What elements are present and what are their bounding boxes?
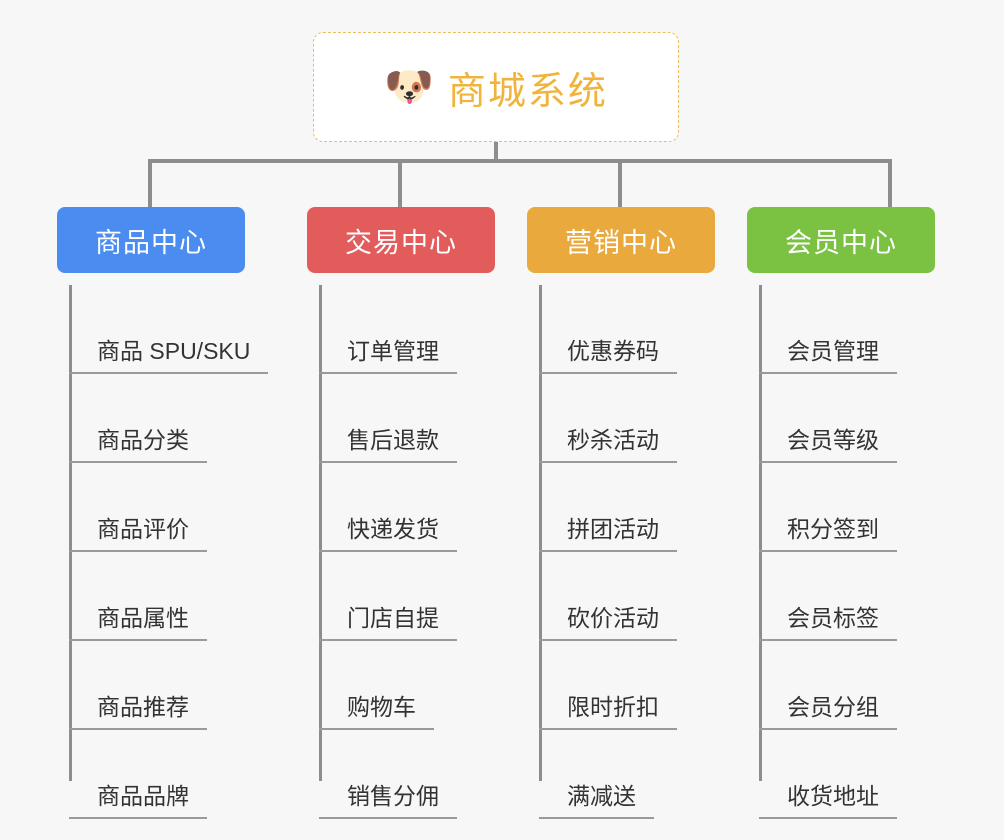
root-node[interactable]: 🐶 商城系统 bbox=[313, 32, 679, 142]
list-item-label: 商品 SPU/SKU bbox=[69, 338, 269, 374]
list-item-label: 商品分类 bbox=[69, 427, 207, 463]
branch-column-product: 商品中心 商品 SPU/SKU 商品分类 商品评价 商品属性 商品推荐 商品品牌 bbox=[57, 207, 269, 819]
list-item[interactable]: 拼团活动 bbox=[527, 463, 715, 552]
branch-header-member[interactable]: 会员中心 bbox=[747, 207, 935, 273]
list-item-label: 商品品牌 bbox=[69, 783, 207, 819]
root-node-wrapper: 🐶 商城系统 bbox=[313, 32, 679, 142]
branch-items-marketing: 优惠券码 秒杀活动 拼团活动 砍价活动 限时折扣 满减送 bbox=[527, 285, 715, 819]
branch-header-trade[interactable]: 交易中心 bbox=[307, 207, 495, 273]
list-item[interactable]: 门店自提 bbox=[307, 552, 495, 641]
list-item-label: 商品推荐 bbox=[69, 694, 207, 730]
branch-header-marketing[interactable]: 营销中心 bbox=[527, 207, 715, 273]
branch-items-member: 会员管理 会员等级 积分签到 会员标签 会员分组 收货地址 bbox=[747, 285, 935, 819]
list-item[interactable]: 快递发货 bbox=[307, 463, 495, 552]
list-item-label: 秒杀活动 bbox=[539, 427, 677, 463]
branch-column-member: 会员中心 会员管理 会员等级 积分签到 会员标签 会员分组 收货地址 bbox=[747, 207, 935, 819]
list-item-label: 收货地址 bbox=[759, 783, 897, 819]
dog-face-icon: 🐶 bbox=[384, 65, 434, 109]
list-item-label: 会员分组 bbox=[759, 694, 897, 730]
branch-drop-connector-0 bbox=[148, 159, 152, 207]
list-item[interactable]: 商品属性 bbox=[57, 552, 245, 641]
list-item[interactable]: 商品 SPU/SKU bbox=[57, 285, 269, 374]
branch-items-trade: 订单管理 售后退款 快递发货 门店自提 购物车 销售分佣 bbox=[307, 285, 495, 819]
list-item-label: 限时折扣 bbox=[539, 694, 677, 730]
list-item-label: 商品评价 bbox=[69, 516, 207, 552]
list-item-label: 会员标签 bbox=[759, 605, 897, 641]
branch-drop-connector-1 bbox=[398, 159, 402, 207]
list-item-label: 拼团活动 bbox=[539, 516, 677, 552]
root-stem-connector bbox=[494, 142, 498, 163]
list-item[interactable]: 限时折扣 bbox=[527, 641, 715, 730]
list-item[interactable]: 售后退款 bbox=[307, 374, 495, 463]
list-item[interactable]: 满减送 bbox=[527, 730, 715, 819]
list-item[interactable]: 商品分类 bbox=[57, 374, 245, 463]
list-item[interactable]: 砍价活动 bbox=[527, 552, 715, 641]
list-item-label: 砍价活动 bbox=[539, 605, 677, 641]
list-item-label: 快递发货 bbox=[319, 516, 457, 552]
branch-column-trade: 交易中心 订单管理 售后退款 快递发货 门店自提 购物车 销售分佣 bbox=[307, 207, 495, 819]
root-title: 商城系统 bbox=[447, 70, 608, 113]
list-item[interactable]: 收货地址 bbox=[747, 730, 935, 819]
list-item-label: 门店自提 bbox=[319, 605, 457, 641]
branch-bus-connector bbox=[148, 159, 892, 163]
list-item-label: 售后退款 bbox=[319, 427, 457, 463]
list-item-label: 会员管理 bbox=[759, 338, 897, 374]
list-item[interactable]: 会员标签 bbox=[747, 552, 935, 641]
list-item[interactable]: 商品评价 bbox=[57, 463, 245, 552]
branch-drop-connector-3 bbox=[888, 159, 892, 207]
list-item[interactable]: 会员管理 bbox=[747, 285, 935, 374]
list-item[interactable]: 销售分佣 bbox=[307, 730, 495, 819]
list-item-label: 商品属性 bbox=[69, 605, 207, 641]
branch-items-product: 商品 SPU/SKU 商品分类 商品评价 商品属性 商品推荐 商品品牌 bbox=[57, 285, 269, 819]
branch-column-marketing: 营销中心 优惠券码 秒杀活动 拼团活动 砍价活动 限时折扣 满减送 bbox=[527, 207, 715, 819]
list-item-label: 会员等级 bbox=[759, 427, 897, 463]
list-item[interactable]: 商品推荐 bbox=[57, 641, 245, 730]
list-item[interactable]: 订单管理 bbox=[307, 285, 495, 374]
list-item[interactable]: 优惠券码 bbox=[527, 285, 715, 374]
list-item-label: 满减送 bbox=[539, 783, 654, 819]
list-item[interactable]: 会员等级 bbox=[747, 374, 935, 463]
list-item-label: 优惠券码 bbox=[539, 338, 677, 374]
list-item[interactable]: 秒杀活动 bbox=[527, 374, 715, 463]
list-item-label: 积分签到 bbox=[759, 516, 897, 552]
list-item[interactable]: 积分签到 bbox=[747, 463, 935, 552]
list-item-label: 购物车 bbox=[319, 694, 434, 730]
list-item[interactable]: 会员分组 bbox=[747, 641, 935, 730]
branch-drop-connector-2 bbox=[618, 159, 622, 207]
branch-header-product[interactable]: 商品中心 bbox=[57, 207, 245, 273]
list-item[interactable]: 购物车 bbox=[307, 641, 495, 730]
list-item[interactable]: 商品品牌 bbox=[57, 730, 245, 819]
list-item-label: 销售分佣 bbox=[319, 783, 457, 819]
list-item-label: 订单管理 bbox=[319, 338, 457, 374]
